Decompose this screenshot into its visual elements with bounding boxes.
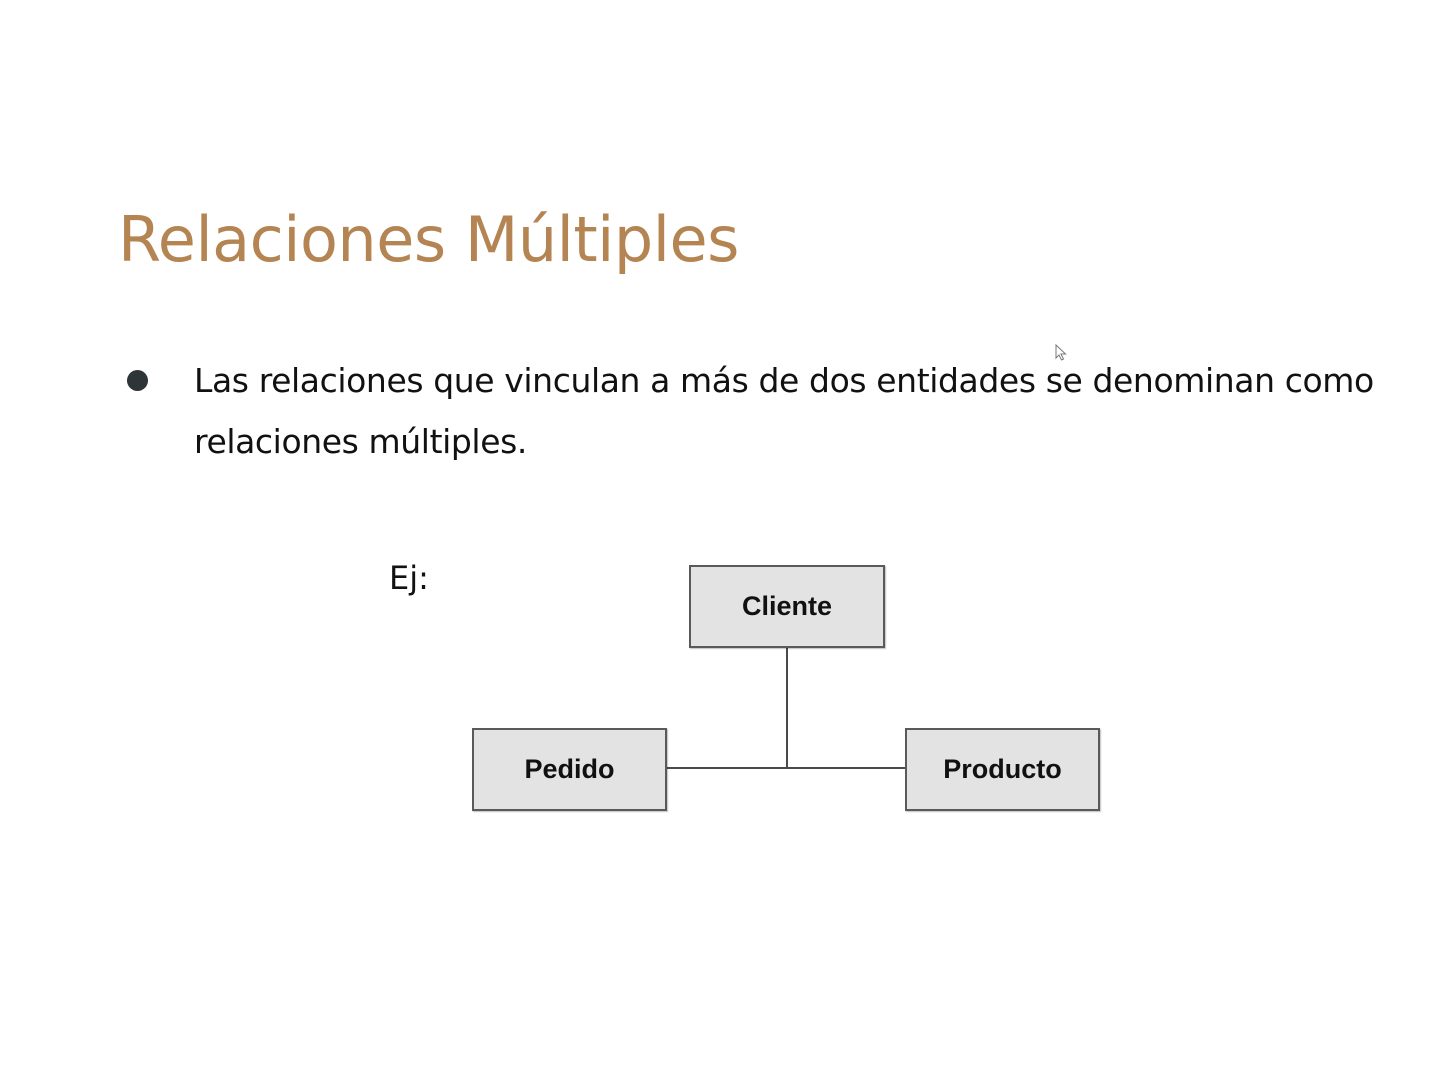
mouse-cursor-icon bbox=[1055, 343, 1067, 366]
entity-producto: Producto bbox=[905, 728, 1100, 811]
slide-title: Relaciones Múltiples bbox=[118, 203, 739, 276]
connector-horizontal bbox=[665, 767, 907, 769]
bullet-text: Las relaciones que vinculan a más de dos… bbox=[194, 361, 1374, 461]
entity-label: Cliente bbox=[741, 591, 833, 621]
entity-label: Pedido bbox=[524, 754, 615, 784]
entity-pedido: Pedido bbox=[472, 728, 667, 811]
entity-cliente: Cliente bbox=[689, 565, 885, 648]
entity-label: Producto bbox=[943, 754, 1062, 784]
example-label: Ej: bbox=[389, 559, 429, 597]
bullet-icon bbox=[127, 370, 148, 391]
connector-vertical bbox=[786, 646, 788, 769]
